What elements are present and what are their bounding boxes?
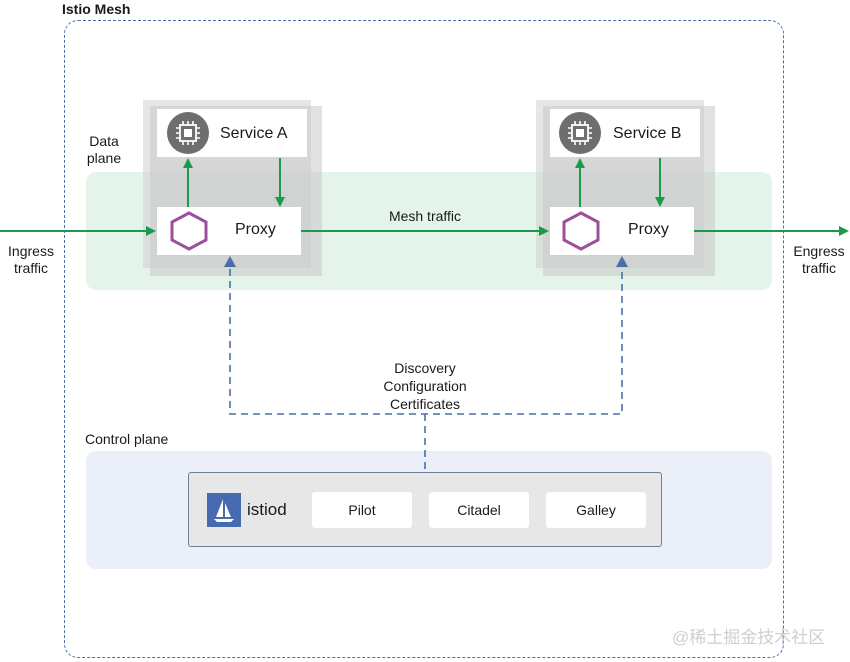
egress-label-line2: traffic [802,260,836,276]
egress-label: Engress traffic [788,243,850,277]
citadel-box: Citadel [429,492,529,528]
service-b-label: Service B [613,125,682,142]
ingress-label-line1: Ingress [8,243,54,259]
ingress-label: Ingress traffic [0,243,62,277]
pilot-box: Pilot [312,492,412,528]
proxy-a-card [157,207,301,255]
egress-label-line1: Engress [793,243,845,259]
mesh-traffic-label: Mesh traffic [388,208,462,224]
galley-box: Galley [546,492,646,528]
config-label: Discovery Configuration Certificates [355,359,495,413]
data-plane-label-line2: plane [86,150,122,166]
service-a-label: Service A [220,125,288,142]
ingress-label-line2: traffic [14,260,48,276]
config-certificates: Certificates [389,396,461,412]
proxy-a-label: Proxy [235,221,276,238]
istiod-label: istiod [247,500,287,519]
control-plane-label: Control plane [85,431,169,447]
watermark: @稀土掘金技术社区 [672,628,826,647]
mesh-title: Istio Mesh [62,1,131,17]
chip-icon [559,112,601,154]
proxy-b-label: Proxy [628,221,669,238]
config-configuration: Configuration [383,378,467,394]
hexagon-icon [170,211,208,251]
config-discovery: Discovery [394,360,456,376]
mesh-border [64,20,784,658]
config-arrowhead-a [224,256,236,267]
hexagon-icon [562,211,600,251]
data-plane-label: Data plane [86,133,122,167]
data-plane-label-line1: Data [89,133,119,149]
chip-icon [167,112,209,154]
proxy-b-card [550,207,694,255]
control-config-path [229,269,623,472]
config-arrowhead-b [616,256,628,267]
sailboat-icon [207,493,241,527]
